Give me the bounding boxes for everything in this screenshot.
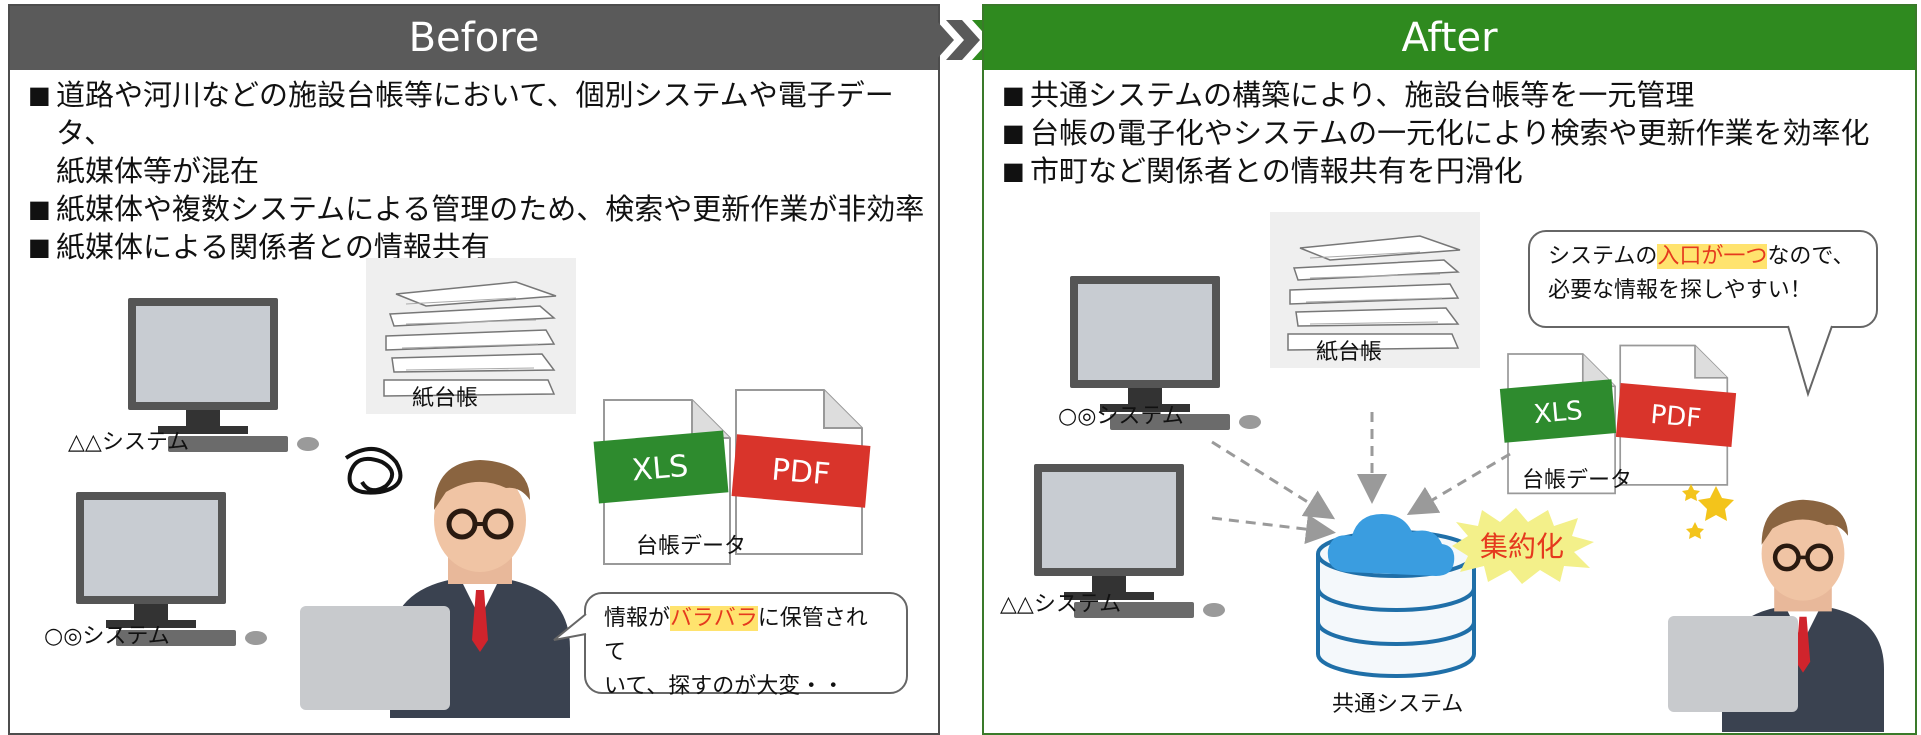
before-title: Before [408,15,540,61]
highlight-text: 入口が一つ [1657,244,1768,269]
pdf-label: PDF [1649,400,1702,434]
before-speech-bubble: 情報がバラバラに保管されて いて、探すのが大変・・ [584,592,908,699]
bullet-square-icon: ■ [1002,81,1025,109]
bullet-square-icon: ■ [28,195,51,223]
burst-label: 集約化 [1480,530,1564,563]
paper-ledger-label: 紙台帳 [1316,340,1383,365]
bubble-line-1: システムの入口が一つなので、 [1548,244,1855,269]
happy-person-icon [1668,484,1918,718]
system-a-label: △△システム [68,430,190,455]
highlight-text: バラバラ [670,606,758,631]
bullet-square-icon: ■ [1002,119,1025,147]
bubble-line-1: 情報がバラバラに保管されて [604,606,868,665]
bullet-square-icon: ■ [1002,157,1025,185]
bubble-line-2: 必要な情報を探しやすい！ [1548,278,1812,303]
bubble-tail-icon [553,613,587,641]
list-item: ■台帳の電子化やシステムの一元化により検索や更新作業を効率化 [1002,116,1870,150]
confused-person-icon [300,447,580,718]
xls-label: XLS [1533,396,1584,430]
shared-database-icon [1316,514,1476,678]
bullet-square-icon: ■ [28,81,51,109]
bubble-line-2: いて、探すのが大変・・ [604,674,845,699]
list-item: ■紙媒体や複数システムによる管理のため、検索や更新作業が非効率 [28,192,925,226]
bullet-square-icon: ■ [28,233,51,261]
documents-icon: XLS PDF [593,389,871,565]
list-item: ■道路や河川などの施設台帳等において、個別システムや電子データ、 [28,78,894,150]
pdf-label: PDF [770,453,831,493]
system-b-label: ○◎システム [1058,404,1184,429]
list-item: ■市町など関係者との情報共有を円滑化 [1002,154,1523,188]
list-item: 紙媒体等が混在 [28,152,938,190]
system-b-label: ○◎システム [44,624,170,649]
before-header: Before [10,6,938,70]
documents-icon: XLS PDF [1499,344,1737,495]
shared-system-label: 共通システム [1332,692,1464,717]
after-header: After [984,6,1915,70]
system-a-label: △△システム [1000,592,1122,617]
paper-ledger-label: 紙台帳 [412,386,479,411]
bubble-tail-icon [1787,324,1833,398]
list-item: ■共通システムの構築により、施設台帳等を一元管理 [1002,78,1695,112]
starburst-icon: 集約化 [1452,508,1594,584]
ledger-data-label: 台帳データ [1522,468,1633,493]
ledger-data-label: 台帳データ [636,534,747,559]
xls-label: XLS [631,449,690,489]
after-title: After [1401,15,1498,61]
after-speech-bubble: システムの入口が一つなので、 必要な情報を探しやすい！ [1528,230,1878,328]
after-bullets: ■共通システムの構築により、施設台帳等を一元管理 ■台帳の電子化やシステムの一元… [984,76,1915,190]
